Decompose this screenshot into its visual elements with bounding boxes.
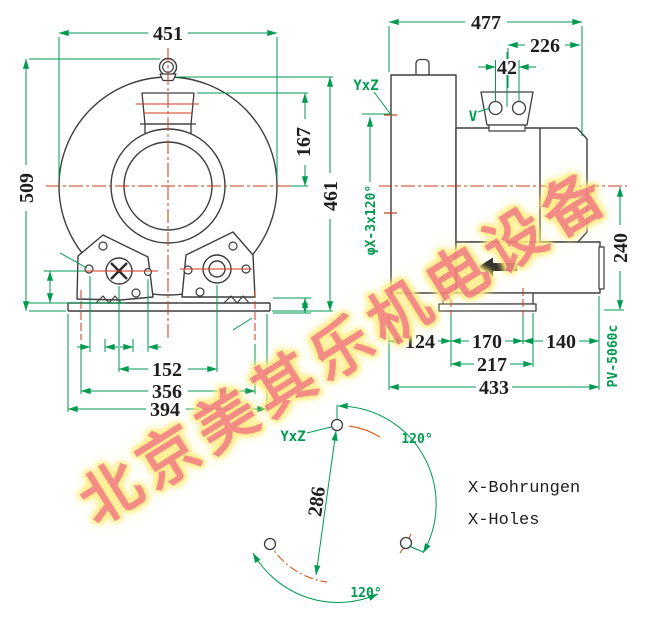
dim-label-bg (610, 225, 630, 271)
bolt-circle-diagram: YxZ 120° 120° 286 X-Bohrungen X-Holes (252, 402, 580, 603)
dim-bolt-circle-diameter: 286 (304, 485, 330, 518)
bolt-hole (330, 418, 344, 432)
bolt-hole (263, 537, 277, 551)
angle-arc (337, 402, 437, 554)
side-view (378, 58, 627, 338)
bolt-circle-arc (348, 425, 381, 438)
leader-line (408, 545, 424, 553)
dim-label-bg (476, 378, 512, 395)
caption-holes-de: X-Bohrungen (468, 479, 580, 498)
dim-base-length: 217 (477, 354, 507, 376)
dim-label-bg (146, 400, 186, 418)
terminal-box-neck (488, 124, 526, 132)
label-thread: YxZ (353, 78, 378, 94)
leader-line (59, 252, 88, 269)
dim-center-to-right: 226 (530, 35, 560, 57)
dim-label-bg (469, 332, 505, 349)
dim-label-bg (148, 382, 188, 400)
label-angle: 120° (401, 432, 432, 447)
label-thread: YxZ (280, 429, 305, 445)
dim-overall-length: 433 (479, 377, 509, 399)
terminal-box (480, 91, 534, 126)
cable-gland-hole (511, 100, 527, 116)
leader-line (232, 317, 253, 331)
dim-label-bg (148, 24, 188, 42)
label-gland: V (469, 109, 478, 125)
dim-label-bg (465, 13, 507, 31)
side-view-labels: 477 226 42 V YxZ φX-3x120° 240 124 170 1… (353, 12, 632, 399)
dim-label-bg (16, 165, 36, 211)
foot-hole (183, 265, 193, 275)
label-angle: 120° (350, 586, 381, 601)
dim-base-width: 394 (150, 399, 180, 421)
angle-arc (252, 552, 379, 603)
dim-line (314, 430, 338, 576)
leader-line (477, 107, 491, 113)
dim-label-bg (320, 173, 340, 219)
dim-overall-width: 477 (471, 12, 501, 34)
dim-body-height: 461 (320, 181, 342, 211)
dim-label-bg (402, 332, 438, 349)
cable-gland-hole (488, 100, 503, 116)
base-plate (438, 303, 537, 312)
foot-hole (98, 241, 108, 251)
dim-port-to-center: 167 (293, 127, 315, 157)
foot-hole (131, 288, 141, 298)
flow-direction-arrow (478, 257, 517, 277)
foot-hole (195, 287, 205, 297)
dim-label-bg (497, 59, 518, 75)
dim-slot-span: 356 (152, 381, 182, 403)
foot-hole (84, 264, 94, 274)
base-break-mark (223, 295, 250, 304)
label-model-code: PV-5060c (606, 325, 621, 388)
dim-overall-height: 509 (16, 173, 38, 203)
dim-label-bg (525, 36, 565, 54)
caption-holes-en: X-Holes (468, 511, 539, 530)
dim-seg-mid: 170 (472, 331, 502, 353)
dim-seg-right: 140 (546, 331, 576, 353)
dim-center-to-bottom: 240 (610, 233, 632, 263)
foot-hole (143, 267, 153, 277)
dim-label-bg (543, 332, 579, 349)
dim-gland-spacing: 42 (497, 57, 517, 79)
label-flange-holes: φX-3x120° (364, 185, 379, 255)
leader-line (306, 426, 332, 434)
foot-hole (228, 241, 238, 251)
dim-foot-hole-span: 152 (152, 359, 182, 381)
silencer-port-tab (598, 246, 605, 290)
dim-label-bg (363, 182, 379, 258)
front-view-labels: 451 509 461 167 152 356 394 (16, 23, 342, 421)
handle-tab (415, 58, 430, 75)
front-view (46, 48, 294, 340)
dim-seg-left: 124 (405, 331, 435, 353)
dim-label-bg (474, 355, 510, 372)
dim-width: 451 (153, 23, 183, 45)
dim-label-bg (293, 119, 313, 165)
leader-line (373, 91, 392, 117)
dim-label-bg (148, 360, 188, 378)
